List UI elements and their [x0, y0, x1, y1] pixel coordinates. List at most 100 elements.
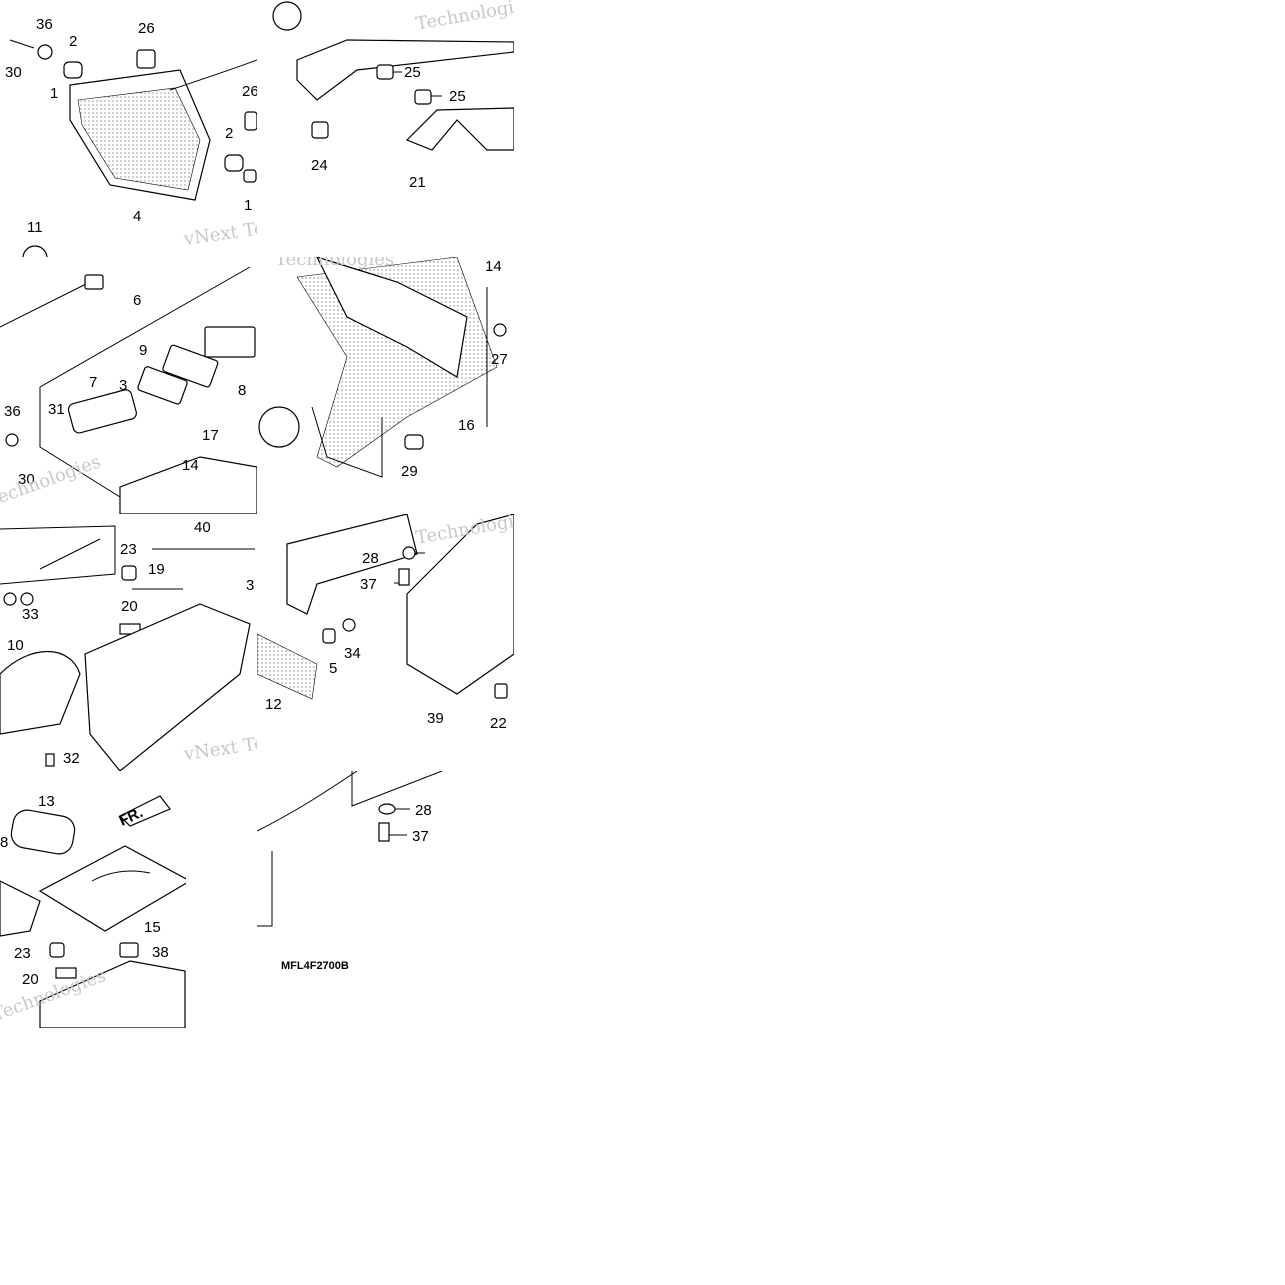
callout-26: 26	[138, 20, 155, 37]
undertray-lower	[39, 960, 186, 1028]
screw-30	[9, 39, 35, 49]
bolt-37	[378, 822, 390, 842]
outline-top	[39, 266, 251, 388]
direction-arrow	[118, 795, 171, 827]
callout-15: 15	[144, 919, 161, 936]
nut-33	[3, 592, 17, 606]
callout-36: 36	[4, 403, 21, 420]
callout-12: 12	[265, 696, 282, 713]
callout-26b: 26	[242, 83, 257, 100]
callout-8: 8	[238, 382, 246, 399]
callout-40: 40	[194, 519, 211, 536]
pad-20	[55, 967, 77, 979]
fender-stay-lower	[311, 406, 383, 478]
callout-1: 1	[50, 85, 58, 102]
license-light-drawing: 6 9 7 3 36 31 8 17 14 30 Technologies	[0, 266, 257, 514]
screw-22	[494, 683, 508, 699]
lens-7	[67, 389, 137, 434]
callout-10: 10	[7, 637, 24, 654]
bracket-21	[405, 107, 514, 151]
callout-20: 20	[121, 598, 138, 615]
callout-2: 2	[69, 33, 77, 50]
washer-27	[493, 323, 507, 337]
taillight-wire	[169, 59, 257, 91]
screw-32	[45, 753, 55, 767]
callout-39: 39	[427, 710, 444, 727]
callout-38: 38	[152, 944, 169, 961]
callout-30: 30	[5, 64, 22, 81]
callout-14: 14	[485, 258, 502, 275]
nut-23	[49, 942, 65, 958]
callout-3: 3	[246, 577, 254, 594]
callout-8: 8	[0, 834, 8, 851]
bracket-upper	[296, 39, 514, 101]
cover-8	[0, 880, 41, 937]
nut-25b	[414, 89, 432, 105]
side-bracket-drawing: 28 37 34 5 12 39 22 Technologies	[257, 514, 514, 732]
bracket-39	[406, 514, 514, 695]
grommet-5	[322, 628, 336, 644]
callout-5: 5	[329, 660, 337, 677]
callout-21: 21	[409, 174, 426, 191]
washer-36	[5, 433, 19, 447]
outline-group	[351, 771, 443, 807]
part-11-top	[22, 245, 48, 257]
washer-28	[402, 546, 416, 560]
taillight-lens	[77, 87, 201, 191]
reflector-8	[204, 326, 256, 358]
license-wire	[0, 281, 91, 328]
washer-36	[37, 44, 53, 60]
callout-24: 24	[311, 157, 328, 174]
connector	[84, 274, 104, 290]
callout-23: 23	[14, 945, 31, 962]
bolt-24	[311, 121, 329, 139]
callout-6: 6	[133, 292, 141, 309]
callout-28: 28	[415, 802, 432, 819]
callout-37: 37	[360, 576, 377, 593]
callout-28: 28	[362, 550, 379, 567]
outline-left	[257, 851, 273, 927]
tile-rear-fender: 40 23 19 20 33 10 32 3 vNext Tec	[0, 514, 257, 771]
bracket-upper	[286, 514, 418, 615]
round-plate	[272, 1, 302, 31]
seal-13	[10, 809, 76, 855]
watermark: Technologies	[0, 451, 104, 511]
fender-stay-mount	[316, 257, 468, 378]
collar-1	[243, 169, 257, 183]
socket-plate	[162, 344, 219, 388]
callout-32: 32	[63, 750, 80, 767]
callout-34: 34	[344, 645, 361, 662]
sheet-mark	[91, 870, 151, 882]
callout-29: 29	[401, 463, 418, 480]
grommet-29	[404, 434, 424, 450]
callout-23: 23	[120, 541, 137, 558]
callout-25: 25	[404, 64, 421, 81]
callout-4: 4	[133, 208, 141, 225]
callout-17: 17	[202, 427, 219, 444]
callout-20: 20	[22, 971, 39, 988]
grommet-26	[136, 49, 156, 69]
watermark: Technologies	[275, 257, 394, 270]
watermark: vNext Tec	[182, 216, 257, 250]
undertray	[84, 603, 251, 771]
tile-side-bracket: 28 37 34 5 12 39 22 Technologies	[257, 514, 514, 771]
gasket-9	[137, 366, 188, 405]
rear-fender-drawing: 40 23 19 20 33 10 32 3 vNext Tec	[0, 519, 257, 771]
cover-10	[0, 651, 81, 735]
bolts-drawing: 28 37	[257, 771, 443, 927]
washer-28	[378, 803, 396, 815]
diagram-code: MFL4F2700B	[281, 960, 349, 972]
callout-25b: 25	[449, 88, 466, 105]
taillight-drawing: 36 26 2 30 1 26 2 1 4 11 vNext Tec	[5, 16, 257, 257]
nut-25	[376, 64, 394, 80]
tile-fender-stay: 14 27 16 29 Technologies	[257, 257, 514, 514]
grommet-26b	[244, 111, 257, 131]
watermark: Technologies	[414, 0, 514, 35]
seal-sheet-drawing: FR. 13 15 23 38 20 8 Technologies	[0, 793, 186, 1028]
callout-1b: 1	[244, 197, 252, 214]
callout-27: 27	[491, 351, 508, 368]
sheet-15	[38, 845, 186, 932]
callout-11: 11	[27, 219, 43, 236]
tile-bolts: 28 37	[257, 771, 447, 931]
